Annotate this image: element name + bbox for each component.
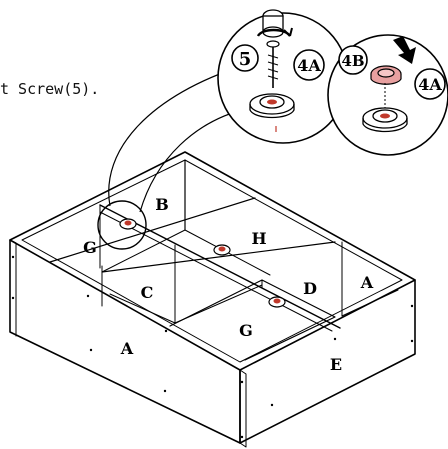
panel-label-e: E — [330, 355, 342, 374]
svg-text:5: 5 — [239, 49, 252, 70]
label-4b: 4B — [338, 45, 368, 75]
panel-label-c: C — [141, 283, 154, 302]
label-5: 5 — [231, 44, 259, 72]
svg-text:4A: 4A — [297, 56, 321, 75]
cam-cover-4b — [370, 65, 402, 85]
divider-b — [22, 195, 255, 240]
divider-center — [101, 241, 336, 273]
rotate-arrow-icon — [256, 27, 293, 37]
side-wall-e — [239, 279, 416, 444]
cam-4a-right — [362, 107, 408, 133]
panel-label-a-right: A — [360, 273, 374, 292]
down-arrow-icon — [393, 36, 416, 64]
cam-lock-g — [268, 296, 286, 308]
magnifier-ring — [97, 200, 147, 250]
panel-label-b: B — [155, 195, 169, 214]
divider-g-back — [99, 204, 341, 329]
instruction-text: t Screw(5). — [0, 80, 100, 98]
divider-c-h — [49, 197, 256, 263]
screw-5 — [266, 40, 280, 88]
box-inner-rim — [21, 159, 403, 363]
cam-lock-h — [213, 244, 231, 256]
leader-line — [108, 64, 246, 207]
panel-label-g-front: G — [239, 321, 253, 340]
svg-text:4A: 4A — [418, 75, 442, 94]
svg-text:4B: 4B — [341, 52, 364, 70]
cam-lock-b — [119, 218, 137, 230]
panel-label-g-back: G — [83, 238, 97, 257]
box-top-outline — [9, 151, 416, 371]
cam-4a-left — [249, 93, 295, 119]
label-4a-left: 4A — [293, 49, 325, 81]
label-4a-right: 4A — [414, 68, 446, 100]
panel-label-d: D — [303, 279, 317, 298]
screwdriver-icon — [262, 9, 284, 38]
panel-label-a-front: A — [120, 339, 134, 358]
divider-g-front — [169, 279, 336, 361]
panel-label-h: H — [251, 229, 266, 248]
